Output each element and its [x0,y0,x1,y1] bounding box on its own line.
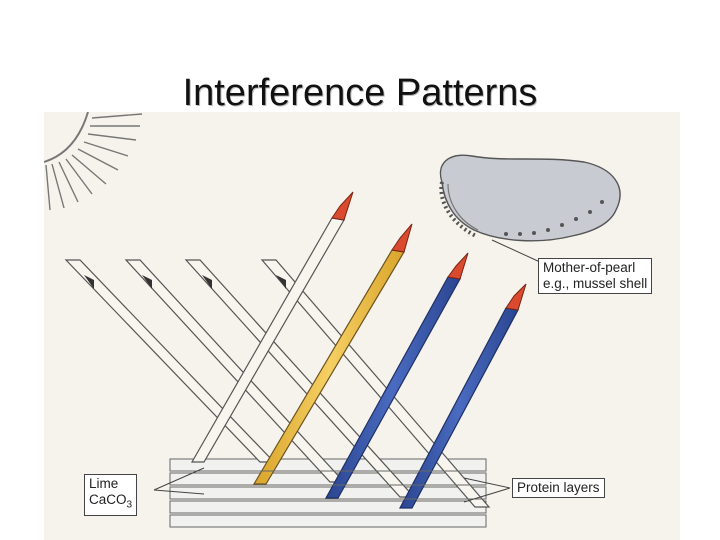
incident-beam-4 [260,259,491,508]
incident-arrows [84,275,286,289]
arrowhead-white [331,191,354,221]
lime-formula: CaCO [89,492,127,507]
mother-of-pearl-line-2: e.g., mussel shell [543,276,648,291]
sun-icon [44,112,143,211]
layer-edges [170,470,486,500]
incident-arrow-4 [276,275,286,289]
arrowhead-blue-2 [505,283,527,311]
incident-arrow-1 [84,275,94,289]
lime-layer-5 [169,514,487,528]
arrowhead-blue-1 [447,252,469,280]
interference-diagram [44,112,680,540]
mother-of-pearl-line-1: Mother-of-pearl [543,260,636,275]
leader-lines [153,239,541,503]
lime-subscript: 3 [126,499,133,511]
reflected-arrowheads [331,191,527,311]
lime-layer-4 [169,500,487,514]
incident-arrow-3 [202,275,212,289]
protein-layers-label: Protein layers [512,478,605,498]
arrowhead-yellow [391,223,413,253]
mother-of-pearl-label: Mother-of-pearl e.g., mussel shell [538,258,653,294]
incident-beams [64,259,491,508]
lime-label: Lime CaCO3 [84,474,138,516]
incident-arrow-2 [142,275,152,289]
lime-line-1: Lime [89,476,119,491]
slide-title: Interference Patterns [182,72,538,114]
protein-layers-text: Protein layers [517,480,600,495]
lime-line-2: CaCO3 [89,492,132,514]
reflected-beams [190,217,519,509]
mussel-shell-icon [439,154,621,242]
